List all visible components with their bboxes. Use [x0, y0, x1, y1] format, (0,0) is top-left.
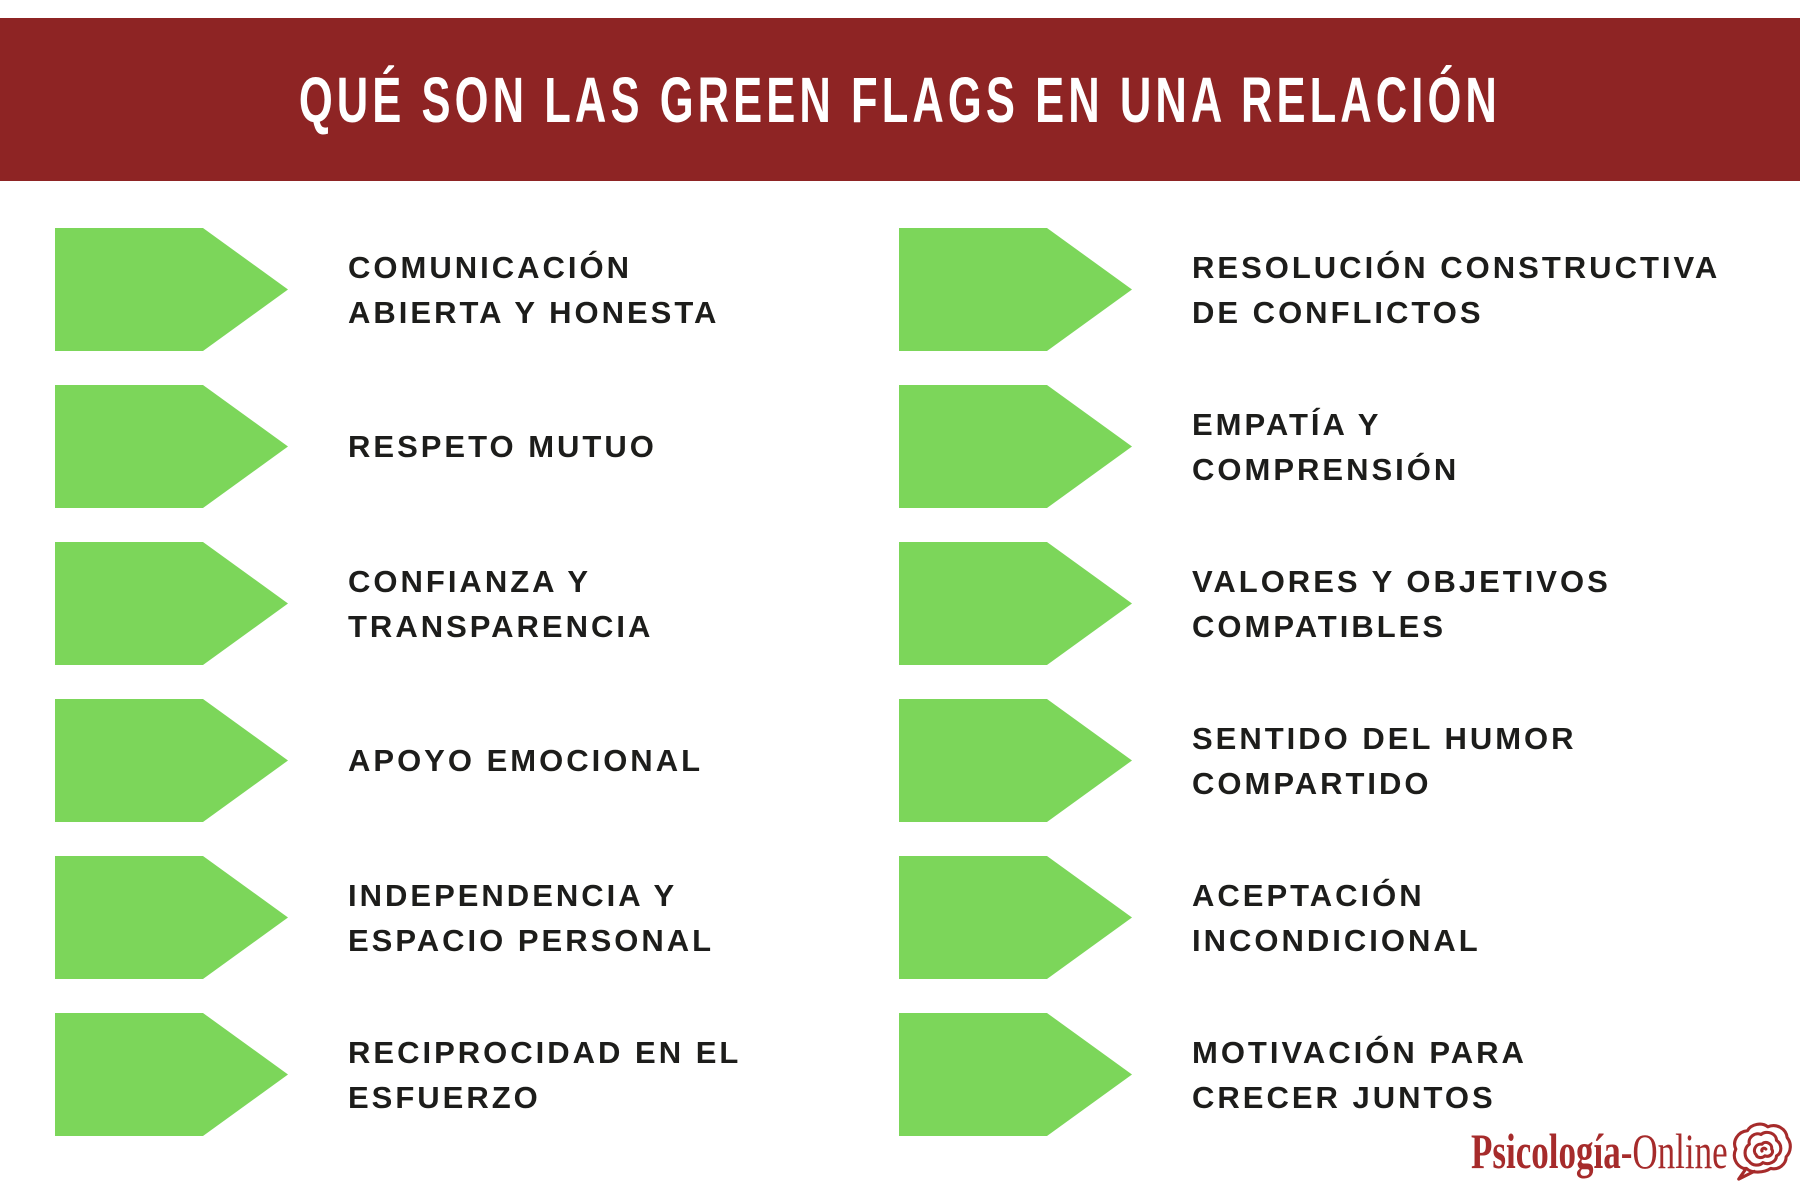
green-flag-pennant-icon: [899, 542, 1132, 665]
flag-column-left: COMUNICACIÓN ABIERTA Y HONESTA RESPETO M…: [55, 228, 741, 1170]
flag-item-respeto: RESPETO MUTUO: [55, 385, 741, 508]
flag-item-label: RECIPROCIDAD EN EL ESFUERZO: [348, 1030, 741, 1120]
flag-item-label: COMUNICACIÓN ABIERTA Y HONESTA: [348, 245, 719, 335]
page-title: QUÉ SON LAS GREEN FLAGS EN UNA RELACIÓN: [298, 63, 1502, 136]
flag-item-label: RESOLUCIÓN CONSTRUCTIVA DE CONFLICTOS: [1192, 245, 1720, 335]
green-flag-pennant-icon: [55, 699, 288, 822]
label-line: COMPRENSIÓN: [1192, 451, 1460, 487]
green-flag-pennant-icon: [55, 1013, 288, 1136]
flag-item-empatia: EMPATÍA Y COMPRENSIÓN: [899, 385, 1720, 508]
label-line: ESFUERZO: [348, 1079, 541, 1115]
label-line: COMUNICACIÓN: [348, 249, 632, 285]
label-line: EMPATÍA Y: [1192, 406, 1382, 442]
flag-item-apoyo: APOYO EMOCIONAL: [55, 699, 741, 822]
flag-item-label: INDEPENDENCIA Y ESPACIO PERSONAL: [348, 873, 714, 963]
green-flag-pennant-icon: [55, 856, 288, 979]
brand-name-regular: -Online: [1621, 1123, 1728, 1179]
flag-item-label: APOYO EMOCIONAL: [348, 738, 703, 783]
green-flag-pennant-icon: [899, 385, 1132, 508]
label-line: COMPARTIDO: [1192, 765, 1432, 801]
label-line: COMPATIBLES: [1192, 608, 1447, 644]
green-flag-pennant-icon: [899, 228, 1132, 351]
flag-item-label: MOTIVACIÓN PARA CRECER JUNTOS: [1192, 1030, 1527, 1120]
flag-item-label: EMPATÍA Y COMPRENSIÓN: [1192, 402, 1459, 492]
flag-item-valores: VALORES Y OBJETIVOS COMPATIBLES: [899, 542, 1720, 665]
label-line: VALORES Y OBJETIVOS: [1192, 563, 1611, 599]
flag-item-confianza: CONFIANZA Y TRANSPARENCIA: [55, 542, 741, 665]
label-line: ESPACIO PERSONAL: [348, 922, 715, 958]
flag-column-right: RESOLUCIÓN CONSTRUCTIVA DE CONFLICTOS EM…: [899, 228, 1720, 1170]
flag-item-label: RESPETO MUTUO: [348, 424, 657, 469]
green-flag-pennant-icon: [55, 542, 288, 665]
label-line: MOTIVACIÓN PARA: [1192, 1034, 1527, 1070]
label-line: INDEPENDENCIA Y: [348, 877, 678, 913]
label-line: RESPETO MUTUO: [348, 429, 657, 464]
flag-item-reciprocidad: RECIPROCIDAD EN EL ESFUERZO: [55, 1013, 741, 1136]
flag-item-humor: SENTIDO DEL HUMOR COMPARTIDO: [899, 699, 1720, 822]
flag-item-label: VALORES Y OBJETIVOS COMPATIBLES: [1192, 559, 1611, 649]
flag-item-motivacion: MOTIVACIÓN PARA CRECER JUNTOS: [899, 1013, 1720, 1136]
title-banner: QUÉ SON LAS GREEN FLAGS EN UNA RELACIÓN: [0, 18, 1800, 181]
label-line: DE CONFLICTOS: [1192, 294, 1484, 330]
label-line: APOYO EMOCIONAL: [348, 743, 704, 778]
brand-logo: Psicología-Online: [1361, 1116, 1792, 1186]
label-line: CRECER JUNTOS: [1192, 1079, 1496, 1115]
label-line: RESOLUCIÓN CONSTRUCTIVA: [1192, 249, 1721, 285]
flag-item-label: ACEPTACIÓN INCONDICIONAL: [1192, 873, 1481, 963]
label-line: TRANSPARENCIA: [348, 608, 654, 644]
flag-item-independencia: INDEPENDENCIA Y ESPACIO PERSONAL: [55, 856, 741, 979]
label-line: CONFIANZA Y: [348, 563, 592, 599]
green-flag-pennant-icon: [899, 856, 1132, 979]
flag-item-aceptacion: ACEPTACIÓN INCONDICIONAL: [899, 856, 1720, 979]
green-flag-pennant-icon: [55, 228, 288, 351]
brand-name: Psicología-Online: [1471, 1122, 1728, 1180]
label-line: RECIPROCIDAD EN EL: [348, 1034, 742, 1070]
flag-item-label: SENTIDO DEL HUMOR COMPARTIDO: [1192, 716, 1577, 806]
green-flag-pennant-icon: [55, 385, 288, 508]
label-line: ABIERTA Y HONESTA: [348, 294, 720, 330]
green-flag-pennant-icon: [899, 1013, 1132, 1136]
brain-icon: [1732, 1122, 1792, 1181]
brand-name-bold: Psicología: [1471, 1123, 1622, 1179]
label-line: INCONDICIONAL: [1192, 922, 1481, 958]
flag-item-label: CONFIANZA Y TRANSPARENCIA: [348, 559, 653, 649]
label-line: ACEPTACIÓN: [1192, 877, 1425, 913]
label-line: SENTIDO DEL HUMOR: [1192, 720, 1577, 756]
flag-item-resolucion: RESOLUCIÓN CONSTRUCTIVA DE CONFLICTOS: [899, 228, 1720, 351]
green-flag-pennant-icon: [899, 699, 1132, 822]
flag-item-comunicacion: COMUNICACIÓN ABIERTA Y HONESTA: [55, 228, 741, 351]
